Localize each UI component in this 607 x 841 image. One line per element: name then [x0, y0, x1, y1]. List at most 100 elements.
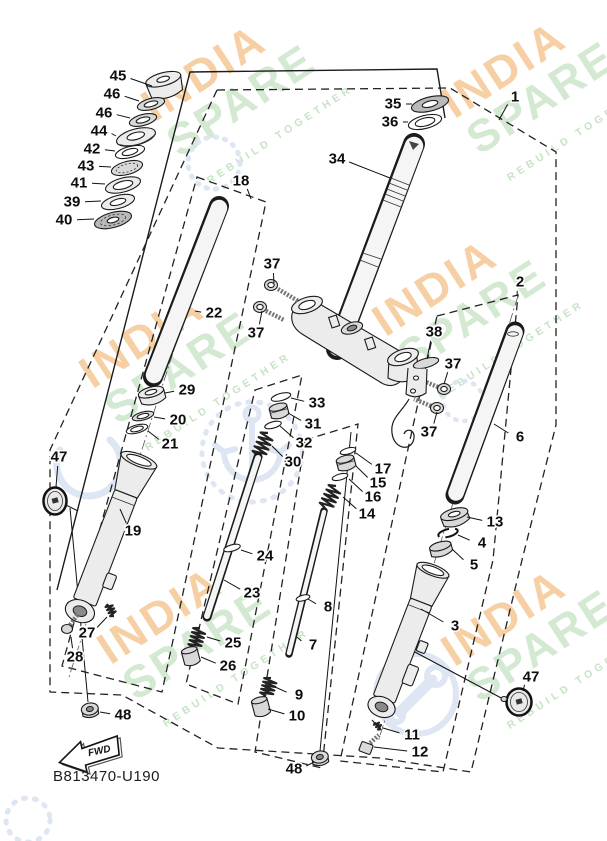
part-callout-43: 43 [78, 158, 95, 175]
part-callout-40: 40 [56, 212, 73, 229]
part-callout-24: 24 [257, 548, 274, 565]
cotter-clip [391, 398, 415, 448]
callout-leader-47 [55, 465, 59, 488]
part-callout-38: 38 [426, 324, 443, 341]
callout-leader-45 [130, 78, 153, 87]
callout-leader-13 [466, 516, 483, 521]
callout-leader-46 [116, 114, 131, 119]
callout-leader-29 [164, 390, 175, 394]
watermark-dots-icon-3 [3, 795, 53, 841]
part-5-bushing [428, 540, 454, 558]
callout-leader-18 [246, 188, 252, 200]
part-47-reflector-left [42, 486, 79, 516]
part-callout-23: 23 [244, 585, 261, 602]
callout-leader-37 [433, 411, 438, 424]
part-callout-22: 22 [206, 305, 223, 322]
part-callout-39: 39 [64, 194, 81, 211]
part-30-spring [251, 431, 274, 457]
part-callout-31: 31 [305, 416, 322, 433]
callout-leader-41 [91, 182, 106, 185]
callout-leader-21 [147, 430, 160, 440]
part-36-washer [407, 113, 443, 131]
callout-leader-23 [223, 579, 241, 590]
part-29-cap [137, 385, 167, 406]
part-28-bolt [60, 612, 80, 635]
part-11-pin [371, 719, 382, 731]
fwd-arrow: FWD [57, 734, 123, 775]
part-callout-2: 2 [516, 274, 524, 291]
callout-leader-27 [96, 616, 108, 628]
part-44-bearing-cover [116, 127, 157, 147]
part-callout-47: 47 [523, 669, 540, 686]
part-43-bearing-race [110, 159, 144, 177]
part-40-bearing-lower [93, 210, 133, 230]
part-callout-48: 48 [115, 707, 132, 724]
part-24-ring [223, 543, 241, 553]
callout-leader-6 [493, 423, 509, 434]
part-21-ring [125, 423, 149, 435]
callout-leader-20 [153, 416, 166, 420]
callout-leader-42 [104, 149, 116, 152]
part-48-nut-left [80, 702, 100, 719]
part-33-ring [270, 392, 292, 402]
callout-leader-34 [349, 161, 391, 179]
part-callout-5: 5 [470, 557, 478, 574]
part-35-washer [410, 95, 450, 113]
damper-box-left [185, 374, 303, 705]
part-callout-10: 10 [289, 708, 306, 725]
part-37-bolt-a [263, 278, 300, 303]
part-9-spring [259, 676, 278, 697]
part-callout-26: 26 [220, 658, 237, 675]
callout-layer: 4546464442434139403536341182373722383737… [49, 66, 541, 779]
part-22-inner-tube-left [143, 196, 229, 387]
part-10-bushing [250, 696, 272, 718]
part-39-race [100, 193, 136, 211]
watermark-dots-icon [185, 134, 243, 192]
callout-leader-40 [76, 218, 95, 221]
part-37-bolt-d [413, 396, 445, 415]
part-callout-13: 13 [487, 514, 504, 531]
callout-leader-17 [355, 452, 373, 465]
callout-leader-19 [119, 508, 127, 524]
callout-leader-47 [522, 684, 526, 692]
callout-leader-43 [98, 165, 112, 168]
callout-leader-37 [258, 310, 263, 325]
part-callout-28: 28 [67, 649, 84, 666]
callout-leader-11 [382, 727, 400, 734]
part-7-damper-rod [285, 507, 328, 658]
boundary-box-1 [49, 87, 557, 773]
callout-leader-14 [342, 496, 357, 510]
part-8-ring [295, 594, 311, 602]
callout-leader-37 [272, 272, 275, 284]
callout-leader-8 [307, 598, 317, 605]
part-42-washer [114, 144, 146, 160]
part-callout-41: 41 [71, 175, 88, 192]
part-46-ring-nut [136, 97, 166, 111]
part-13-seal-spacer [440, 507, 471, 528]
part-23-damper-rod [202, 452, 263, 622]
reflector-screw-axis-right [412, 650, 506, 701]
part-6-inner-tube-right [445, 321, 525, 505]
part-19-outer-tube-left [64, 450, 158, 624]
callout-leader-9 [274, 686, 287, 693]
callout-leader-16 [348, 478, 363, 492]
callout-leader-39 [84, 200, 102, 203]
damper-box-right [254, 423, 359, 769]
part-callout-7: 7 [309, 637, 317, 654]
fwd-label: FWD [87, 744, 112, 759]
part-15-cap [335, 454, 357, 472]
callout-leader-37 [443, 372, 449, 385]
callout-leader-25 [206, 636, 221, 642]
bolts-37 [252, 278, 452, 415]
part-3-outer-tube-right [367, 561, 450, 719]
part-callout-46: 46 [104, 86, 121, 103]
callout-leader-7 [296, 636, 302, 642]
part-callout-12: 12 [412, 744, 429, 761]
part-callout-6: 6 [516, 429, 524, 446]
callout-leader-46 [124, 95, 140, 102]
part-callout-36: 36 [382, 114, 399, 131]
part-callout-21: 21 [162, 436, 179, 453]
part-38-holder [391, 356, 440, 448]
